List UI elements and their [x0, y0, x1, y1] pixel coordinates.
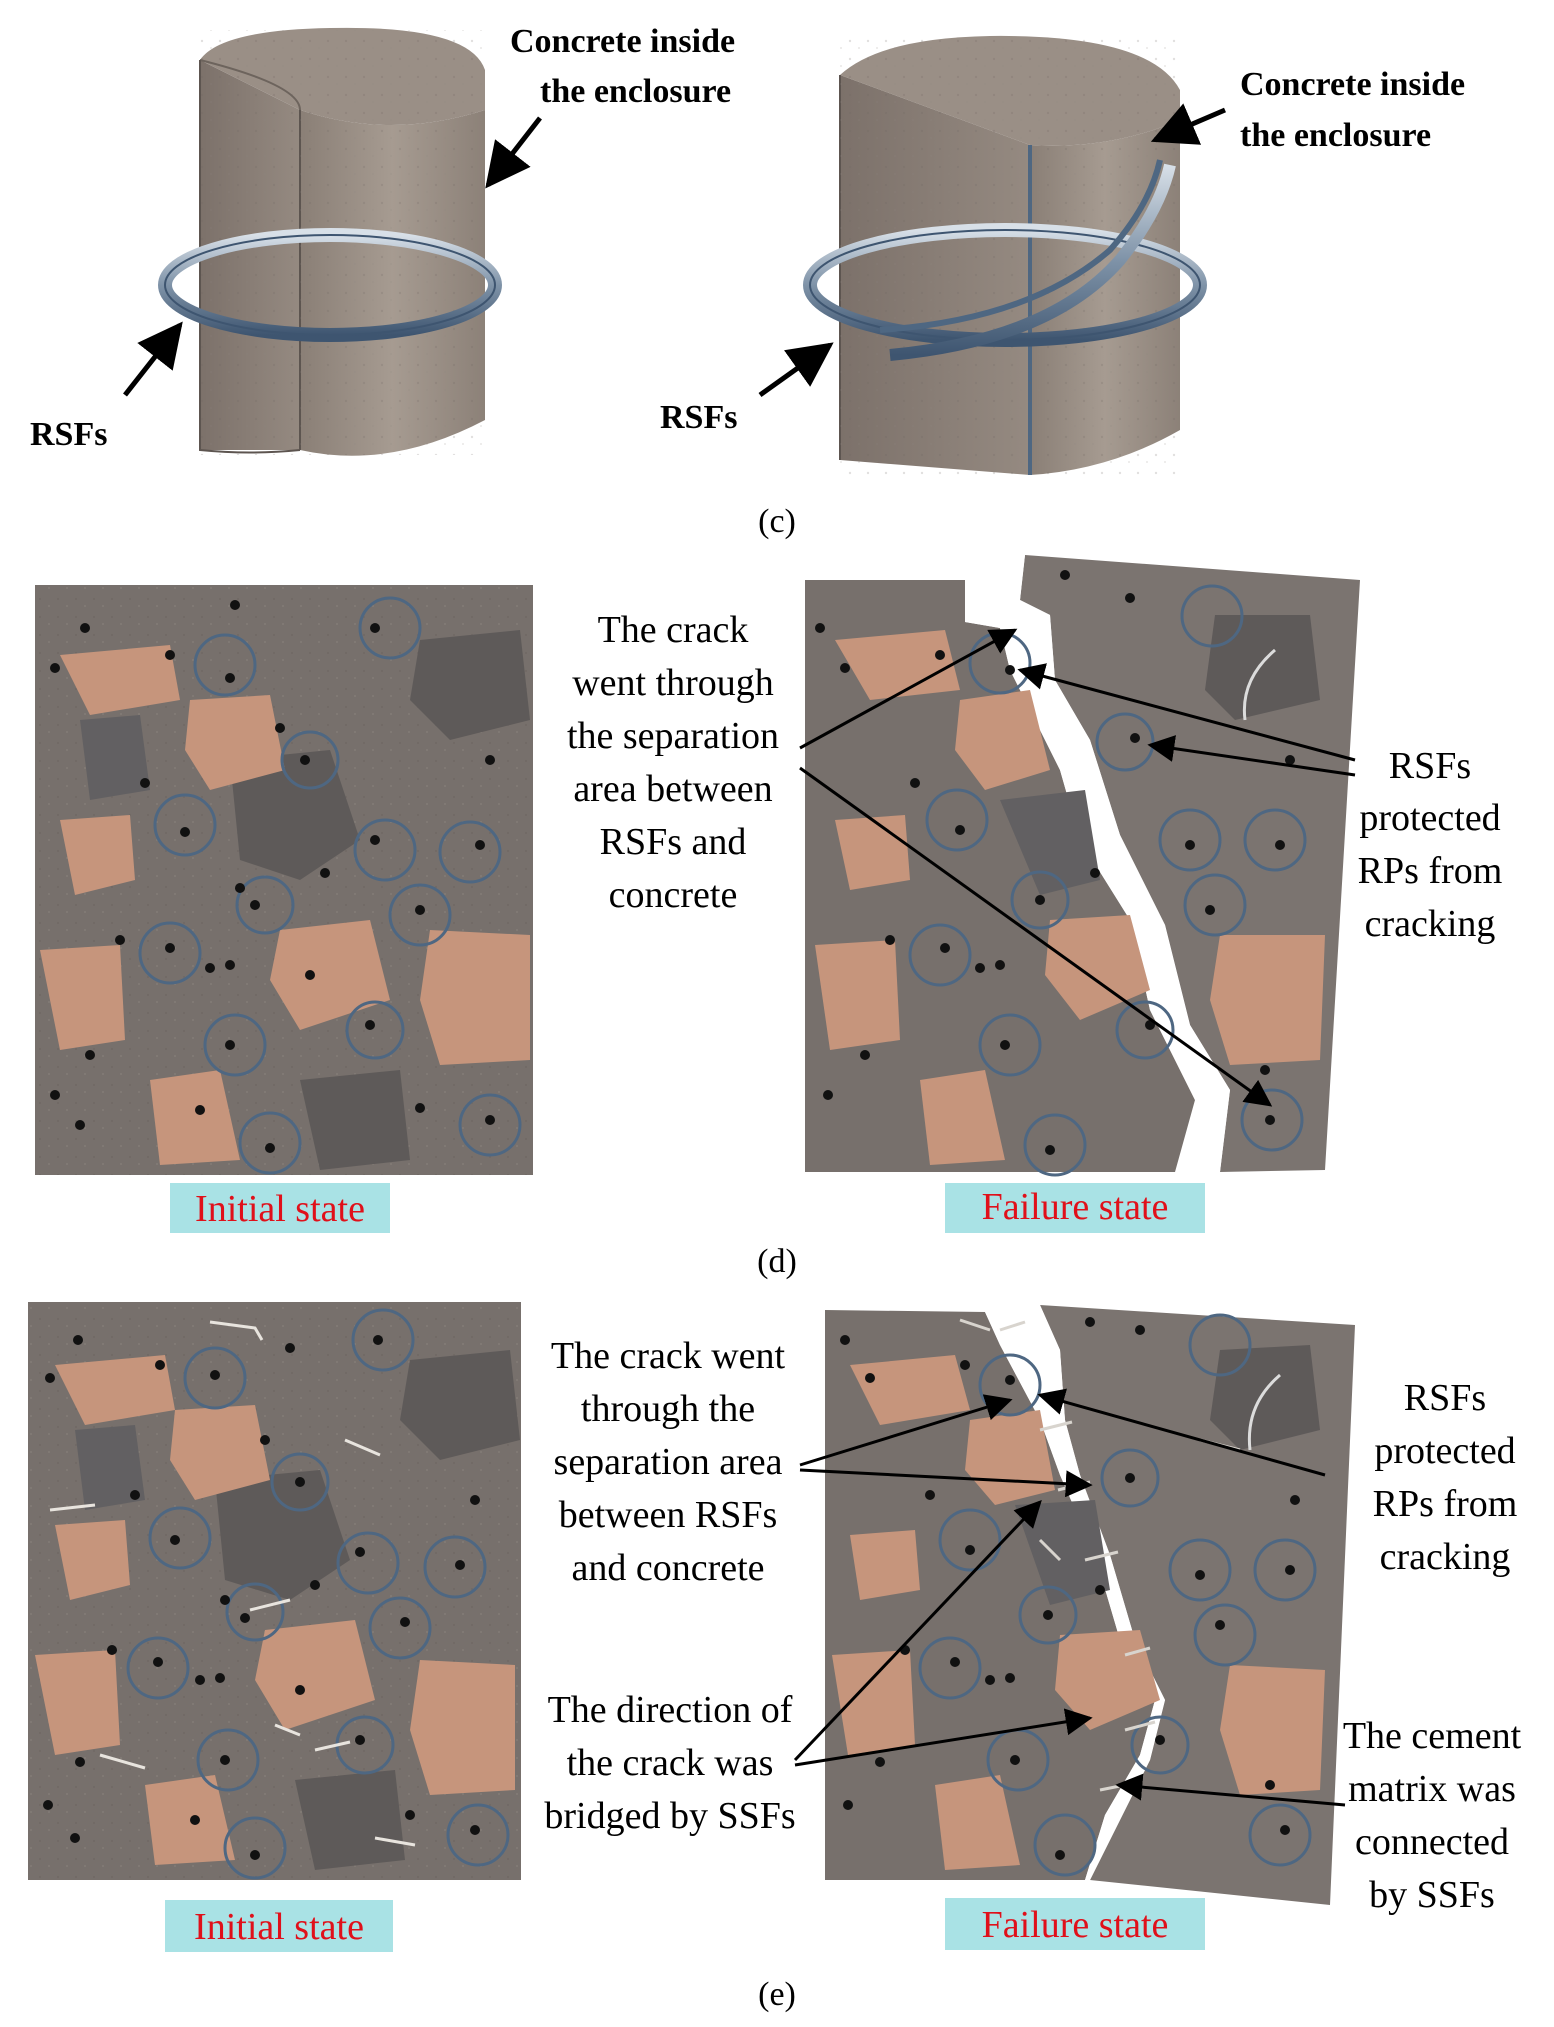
annotation-crack-d-line-3: the separation: [567, 715, 779, 757]
annotation-crack-e-line-2: through the: [581, 1388, 755, 1430]
annotation-rsf-d-line-1: RSFs: [1389, 745, 1471, 787]
annotation-crack-d-line-2: went through: [572, 662, 774, 704]
label-rsf-right: RSFs: [660, 399, 737, 436]
failure-label-bg-e: [945, 1898, 1205, 1950]
failure-label-bg-d: [945, 1183, 1205, 1233]
initial-state-label-d: Initial state: [195, 1188, 365, 1230]
annotation-crack-d-line-4: area between: [573, 768, 772, 810]
arrow-rsf-left: [123, 321, 183, 397]
annotation-rsf-d: RSFs protected RPs from cracking: [1358, 745, 1503, 945]
arrow-direction-e-1: [793, 1500, 1042, 1762]
label-concrete-right-2: the enclosure: [1240, 117, 1431, 154]
initial-state-label-e: Initial state: [194, 1906, 364, 1948]
failure-state-label-d: Failure state: [982, 1186, 1169, 1228]
annotation-crack-e-line-5: and concrete: [571, 1547, 764, 1589]
arrow-concrete-right: [1150, 103, 1226, 145]
annotation-matrix-e-line-2: matrix was: [1348, 1768, 1516, 1810]
annotation-crack-d-line-6: concrete: [609, 874, 738, 916]
annotation-matrix-e-line-1: The cement: [1343, 1715, 1522, 1757]
annotation-crack-e: The crack went through the separation ar…: [551, 1335, 786, 1589]
annotation-crack-e-line-1: The crack went: [551, 1335, 786, 1377]
block-d-failure: [805, 555, 1360, 1177]
caption-c: (c): [758, 503, 796, 540]
block-e-initial: [28, 1302, 521, 1880]
arrow-direction-e-2: [794, 1708, 1093, 1767]
arrow-crack-d-1: [799, 628, 1018, 750]
failure-state-label-e: Failure state: [982, 1904, 1169, 1946]
arrow-crack-d-2: [799, 766, 1273, 1107]
annotation-rsf-e-line-2: protected: [1374, 1430, 1515, 1472]
annotation-matrix-e-line-3: connected: [1355, 1821, 1509, 1863]
arrow-crack-e-1: [799, 1394, 1013, 1467]
panel-d: Initial state: [35, 555, 1502, 1280]
initial-label-bg-e: [165, 1900, 393, 1952]
label-concrete-left-2: the enclosure: [540, 73, 731, 110]
annotation-crack-e-line-3: separation area: [554, 1441, 783, 1483]
caption-e: (e): [758, 1976, 796, 2013]
arrow-rsf-d-2: [1147, 735, 1356, 777]
block-d-initial: [35, 585, 533, 1175]
annotation-rsf-d-line-3: RPs from: [1358, 850, 1503, 892]
label-concrete-left-1: Concrete inside: [510, 23, 735, 60]
annotation-rsf-e-line-1: RSFs: [1404, 1377, 1486, 1419]
label-rsf-left: RSFs: [30, 416, 107, 453]
annotation-direction-e-line-1: The direction of: [548, 1689, 793, 1731]
annotation-matrix-e-line-4: by SSFs: [1369, 1874, 1495, 1916]
arrow-rsf-e: [1037, 1388, 1326, 1477]
label-concrete-right-1: Concrete inside: [1240, 66, 1465, 103]
arrow-crack-e-2: [799, 1468, 1093, 1498]
cylinder-right: [803, 35, 1207, 476]
block-e-failure: [825, 1305, 1355, 1905]
annotation-direction-e: The direction of the crack was bridged b…: [544, 1689, 795, 1837]
annotation-crack-e-line-4: between RSFs: [559, 1494, 778, 1536]
annotation-crack-d: The crack went through the separation ar…: [567, 609, 779, 916]
arrow-concrete-left: [485, 116, 542, 189]
annotation-direction-e-line-2: the crack was: [567, 1742, 774, 1784]
annotation-rsf-e-line-3: RPs from: [1373, 1483, 1518, 1525]
annotation-rsf-e-line-4: cracking: [1380, 1536, 1511, 1578]
arrow-rsf-right: [758, 342, 834, 398]
annotation-matrix-e: The cement matrix was connected by SSFs: [1343, 1715, 1522, 1916]
arrow-matrix-e: [1115, 1773, 1346, 1807]
annotation-rsf-e: RSFs protected RPs from cracking: [1373, 1377, 1518, 1578]
annotation-crack-d-line-1: The crack: [598, 609, 749, 651]
annotation-direction-e-line-3: bridged by SSFs: [544, 1795, 795, 1837]
annotation-rsf-d-line-4: cracking: [1365, 903, 1496, 945]
annotation-rsf-d-line-2: protected: [1359, 797, 1500, 839]
panel-c: Concrete inside the enclosure RSFs Concr…: [30, 23, 1465, 540]
arrow-rsf-d-1: [1017, 663, 1356, 762]
annotation-crack-d-line-5: RSFs and: [600, 821, 747, 863]
caption-d: (d): [757, 1243, 797, 1280]
cylinder-left: [158, 27, 502, 456]
initial-label-bg-d: [170, 1183, 390, 1233]
panel-e: Initial state: [28, 1302, 1522, 2013]
